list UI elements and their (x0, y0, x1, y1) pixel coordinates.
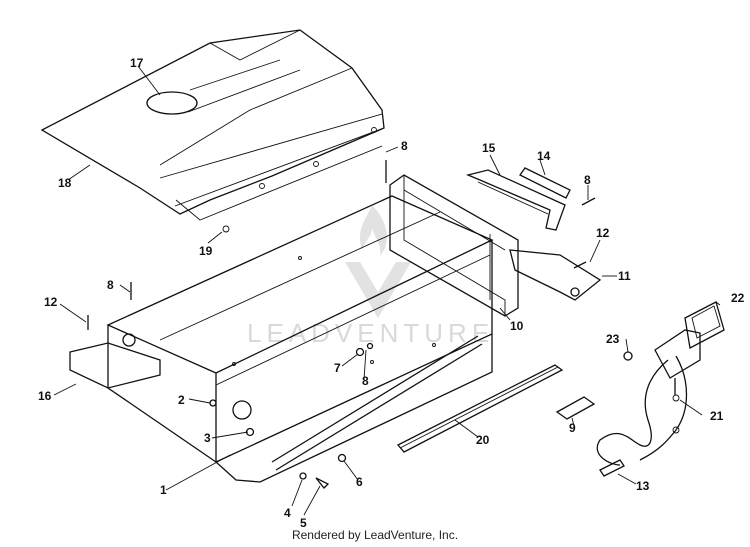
wiring-harness-13 (596, 355, 688, 477)
callout-3: 3 (204, 431, 211, 445)
callout-23: 23 (606, 332, 620, 346)
callout-8-c: 8 (401, 139, 408, 153)
callout-15: 15 (482, 141, 496, 155)
callout-14: 14 (537, 149, 551, 163)
hardware (87, 160, 676, 489)
callout-12-a: 12 (44, 295, 58, 309)
callout-5: 5 (300, 516, 307, 530)
leader-lines (53, 65, 721, 516)
callout-labels: 1 2 3 4 5 6 7 8 8 8 8 9 10 11 12 12 13 1… (38, 56, 745, 530)
chassis-body (69, 195, 494, 483)
callout-8-b: 8 (107, 278, 114, 292)
callout-4: 4 (284, 506, 291, 520)
callout-20: 20 (476, 433, 490, 447)
tail-light-22 (654, 301, 725, 379)
callout-17: 17 (130, 56, 144, 70)
callout-12-b: 12 (596, 226, 610, 240)
watermark: LEADVENTURE (247, 205, 494, 348)
callout-1: 1 (160, 483, 167, 497)
callout-19: 19 (199, 244, 213, 258)
reflector-9 (555, 396, 596, 420)
callout-22: 22 (731, 291, 745, 305)
callout-2: 2 (178, 393, 185, 407)
callout-16: 16 (38, 389, 52, 403)
rear-frame (389, 174, 519, 317)
callout-9: 9 (569, 421, 576, 435)
callout-6: 6 (356, 475, 363, 489)
render-credit: Rendered by LeadVenture, Inc. (291, 528, 459, 542)
callout-8-d: 8 (584, 173, 591, 187)
callout-10: 10 (510, 319, 524, 333)
nut-23 (623, 351, 633, 361)
callout-7: 7 (334, 361, 341, 375)
seat-cover (40, 29, 385, 233)
callout-11: 11 (618, 269, 631, 283)
grip-14 (519, 167, 571, 199)
handle-15 (465, 169, 566, 231)
callout-8-a: 8 (362, 374, 369, 388)
callout-13: 13 (636, 479, 650, 493)
callout-18: 18 (58, 176, 72, 190)
trim-strip-20 (396, 364, 564, 453)
bracket-11 (509, 249, 602, 301)
watermark-text: LEADVENTURE (247, 318, 494, 348)
flame-logo-icon (345, 205, 411, 318)
callout-21: 21 (710, 409, 724, 423)
